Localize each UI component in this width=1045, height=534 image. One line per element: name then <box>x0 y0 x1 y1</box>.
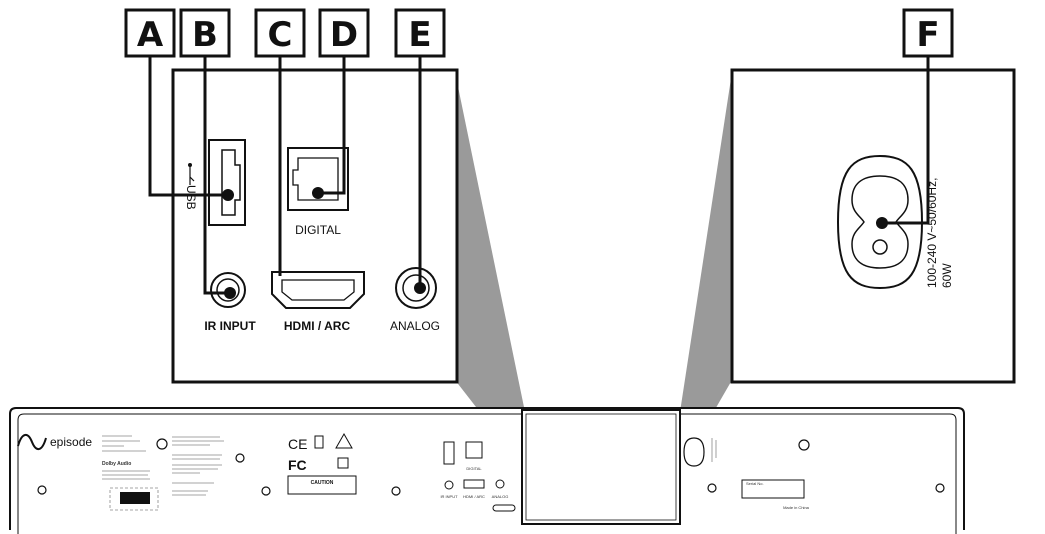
small-digital-port <box>465 441 483 459</box>
callout-b-letter: B <box>192 15 218 55</box>
power-rating-line2: 60W <box>940 263 954 288</box>
callout-f-letter: F <box>916 15 939 55</box>
made-in-label: Made in China <box>783 505 810 510</box>
rear-ce-logo: CE <box>288 436 307 452</box>
small-analog-label: ANALOG <box>492 494 509 499</box>
serial-label-box <box>741 479 805 499</box>
rear-caution-box <box>287 475 357 495</box>
warning-triangle-icon <box>335 432 353 449</box>
screw-icons <box>37 438 945 496</box>
rear-spec-lines <box>102 435 146 452</box>
rear-fcc-lines <box>172 436 224 496</box>
leader-f <box>882 55 930 225</box>
callout-d: D <box>318 8 370 58</box>
usb-port <box>208 139 246 226</box>
zoom-wedge-right <box>680 72 732 470</box>
hdmi-port <box>271 271 365 309</box>
analog-label: ANALOG <box>390 319 440 333</box>
callout-a: A <box>124 8 176 58</box>
callout-b: B <box>179 8 231 58</box>
rear-zoom-inset <box>521 409 681 525</box>
small-usb-port <box>443 441 455 465</box>
callout-c: C <box>254 8 306 58</box>
zoom-wedge-left <box>455 72 525 470</box>
small-power-inlet <box>683 437 705 467</box>
rear-brand: episode <box>50 435 92 449</box>
callout-e: E <box>394 8 446 58</box>
callout-f: F <box>902 8 954 58</box>
small-digital-label: DIGITAL <box>466 466 482 471</box>
usb-icon <box>188 163 195 185</box>
digital-optical-port <box>287 147 349 211</box>
small-ir-label: IR INPUT <box>440 494 458 499</box>
rear-dolby-lines <box>102 470 150 480</box>
callout-e-letter: E <box>408 15 431 55</box>
ir-input-label: IR INPUT <box>204 319 256 333</box>
rear-fcc-logo: FC <box>288 457 307 473</box>
small-ir-jack <box>444 480 454 490</box>
leader-d <box>318 55 346 195</box>
callout-d-letter: D <box>330 15 358 55</box>
leader-a <box>148 55 228 197</box>
callout-c-letter: C <box>268 15 293 55</box>
barcode <box>120 492 150 504</box>
callout-a-letter: A <box>137 15 164 55</box>
callout-leaders <box>148 55 930 295</box>
usb-label: USB <box>184 185 198 210</box>
soundbar-rear-panel: episode Dolby Audio <box>9 407 965 534</box>
small-power-lines <box>711 438 717 462</box>
episode-logo-wave-icon <box>17 434 47 450</box>
rear-caution-text: CAUTION <box>311 480 334 486</box>
serial-label: Serial No. <box>746 481 764 486</box>
hdmi-arc-label: HDMI / ARC <box>284 319 351 333</box>
digital-label: DIGITAL <box>295 223 341 237</box>
small-analog-jack <box>495 479 505 489</box>
small-hdmi-label: HDMI / ARC <box>463 494 485 499</box>
small-hdmi-port <box>463 479 485 489</box>
callout-dots <box>222 187 888 299</box>
rear-dolby: Dolby Audio <box>102 461 131 467</box>
leader-b <box>203 55 230 295</box>
trash-bin-icon <box>314 435 324 449</box>
double-insulation-icon <box>337 457 349 469</box>
rear-zoom-inset-inner <box>525 413 677 521</box>
small-usb-c-port <box>492 504 516 512</box>
